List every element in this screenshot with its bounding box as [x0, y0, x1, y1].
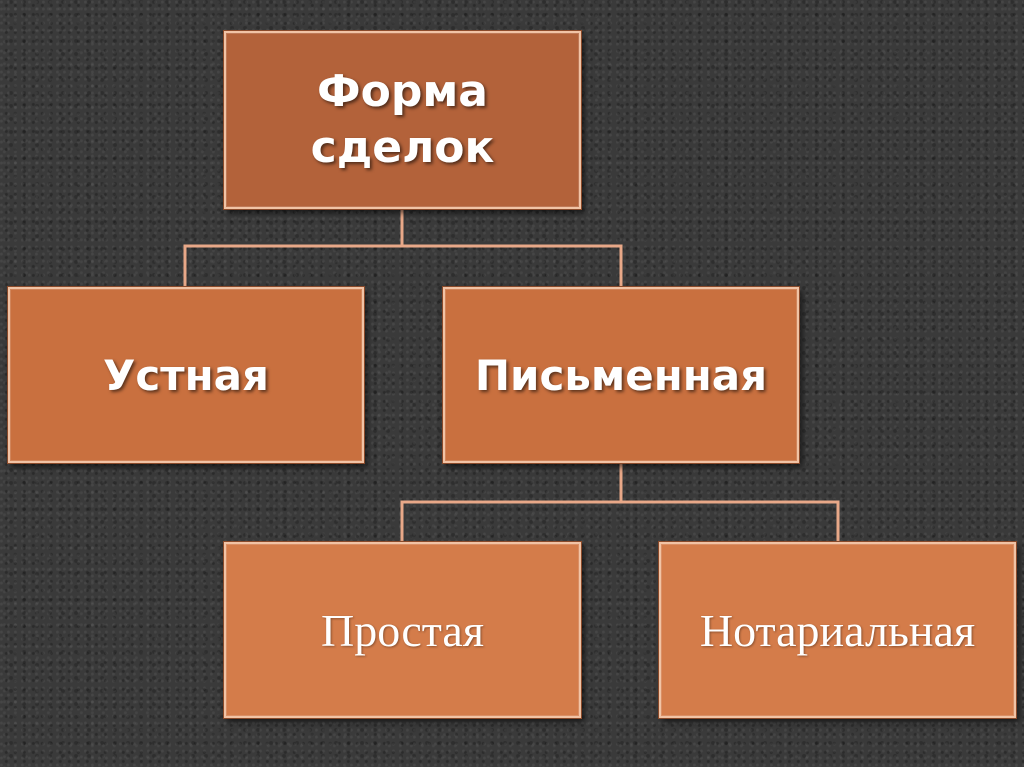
node-written-label: Письменная [474, 350, 768, 400]
node-deal-form-line1: Форма [316, 65, 488, 117]
connector-written-to-level2 [400, 463, 623, 542]
connector-root-to-written [402, 244, 623, 287]
node-notarial: Нотариальная [658, 541, 1017, 719]
node-oral-label: Устная [103, 350, 269, 400]
node-deal-form: Форма сделок [223, 30, 582, 210]
node-simple-label: Простая [320, 604, 485, 656]
node-written: Письменная [442, 286, 800, 464]
node-notarial-label: Нотариальная [699, 604, 976, 656]
node-simple: Простая [223, 541, 582, 719]
connector-root-to-level1 [183, 209, 404, 287]
node-deal-form-line2: сделок [310, 122, 495, 173]
node-oral: Устная [7, 286, 365, 464]
connector-written-to-notarial [621, 500, 840, 542]
